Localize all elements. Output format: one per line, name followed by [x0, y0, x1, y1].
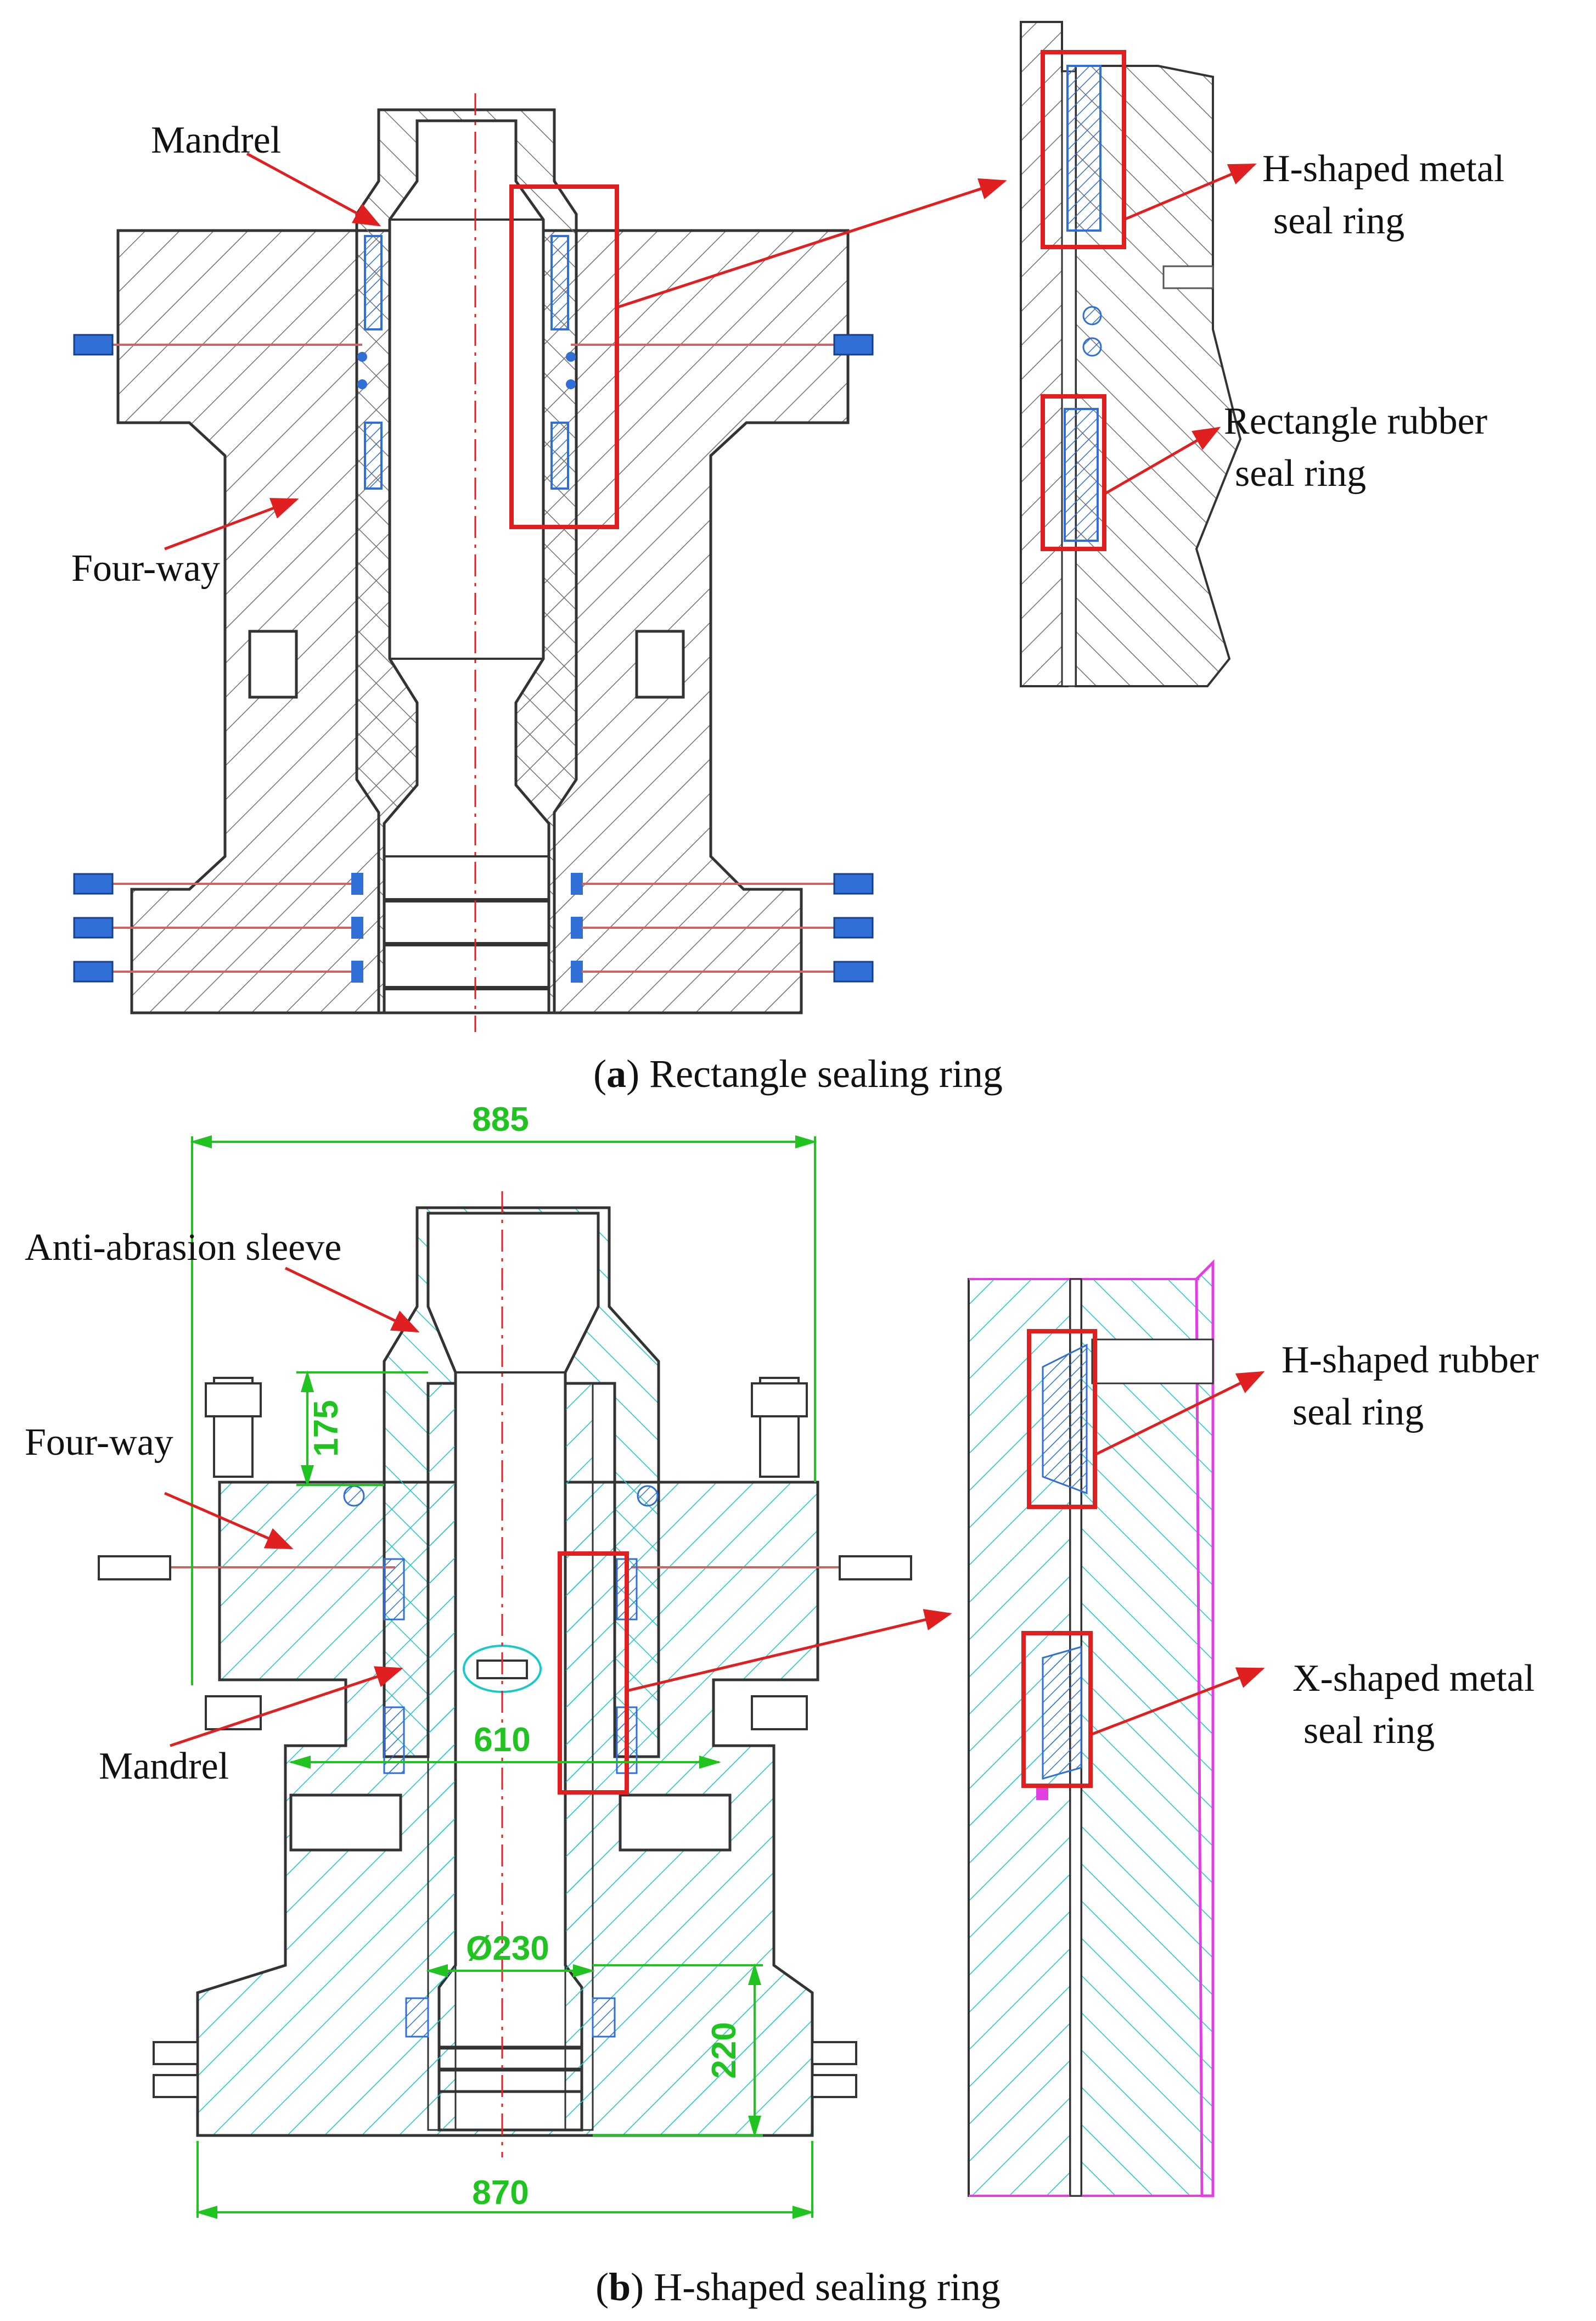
- caption-a-letter: a: [606, 1052, 626, 1096]
- bore-a: [383, 119, 550, 1014]
- highlight-box-rect-rubber: [1041, 394, 1106, 551]
- dim-220: 220: [705, 2022, 743, 2078]
- label-rect-rubber-2: seal ring: [1235, 452, 1366, 495]
- panel-b-detail: [968, 1259, 1215, 2197]
- caption-b: (b) H-shaped sealing ring: [595, 2265, 1001, 2309]
- label-x-metal-1: X-shaped metal: [1292, 1657, 1535, 1700]
- highlight-box-h-metal: [1041, 50, 1126, 249]
- dim-885: 885: [472, 1101, 529, 1139]
- highlight-box-h-rubber: [1027, 1329, 1097, 1509]
- caption-a: (a) Rectangle sealing ring: [593, 1052, 1003, 1096]
- labels-b: Anti-abrasion sleeve Four-way Mandrel H-…: [25, 1226, 1538, 1787]
- label-x-metal-2: seal ring: [1303, 1709, 1435, 1752]
- seals-a: [351, 235, 583, 983]
- dim-870: 870: [472, 2174, 529, 2212]
- label-four-way-b: Four-way: [25, 1421, 173, 1464]
- label-h-rubber-2: seal ring: [1292, 1391, 1424, 1433]
- caption-b-text: H-shaped sealing ring: [644, 2265, 1001, 2309]
- fittings-a: [73, 334, 874, 983]
- label-h-metal-1: H-shaped metal: [1262, 148, 1504, 190]
- panel-a-detail: [1020, 21, 1242, 687]
- dimension-labels-b: 885 175 610 Ø230 220 870: [307, 1101, 743, 2212]
- arrows-a: [164, 152, 1257, 551]
- label-h-metal-2: seal ring: [1273, 200, 1404, 242]
- highlight-box-a: [509, 184, 619, 529]
- dim-230: Ø230: [466, 1930, 549, 1967]
- dim-610: 610: [474, 1721, 530, 1759]
- label-mandrel-a: Mandrel: [151, 119, 281, 161]
- highlight-box-b: [558, 1551, 629, 1795]
- labels-a: Mandrel Four-way H-shaped metal seal rin…: [71, 119, 1504, 590]
- highlight-box-x-metal: [1021, 1631, 1093, 1788]
- caption-b-letter: b: [609, 2265, 631, 2309]
- dimensions-b: [190, 1135, 817, 2219]
- label-sleeve: Anti-abrasion sleeve: [25, 1226, 341, 1269]
- arrows-b: [164, 1266, 1265, 1747]
- panel-b-drawing: [98, 1191, 912, 2157]
- label-four-way-a: Four-way: [71, 547, 220, 590]
- caption-a-text: Rectangle sealing ring: [639, 1052, 1003, 1096]
- label-h-rubber-1: H-shaped rubber: [1282, 1339, 1538, 1381]
- dim-175: 175: [307, 1400, 345, 1456]
- injection-channels-a: [110, 344, 834, 973]
- label-mandrel-b: Mandrel: [99, 1745, 229, 1787]
- panel-a-drawing: [73, 93, 874, 1032]
- label-rect-rubber-1: Rectangle rubber: [1224, 400, 1487, 442]
- fittings-b: [98, 1555, 912, 1580]
